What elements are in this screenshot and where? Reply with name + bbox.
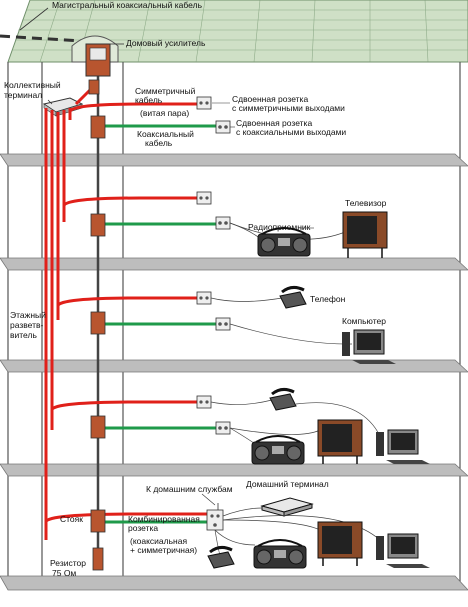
riser-label: Стояк bbox=[60, 514, 83, 524]
resistor-label-1: Резистор bbox=[50, 558, 86, 568]
to-home-services-label: К домашним службам bbox=[146, 484, 233, 494]
coax-cable-label-1: Коаксиальный bbox=[137, 129, 194, 139]
floor-splitter-label-2: разветв- bbox=[10, 320, 44, 330]
telephone-2 bbox=[269, 387, 297, 411]
roof bbox=[7, 0, 468, 63]
dual-outlet-sym-label-2: с симметричными выходами bbox=[232, 103, 345, 113]
floor-splitters bbox=[90, 115, 106, 533]
floor-splitter-label-1: Этажный bbox=[10, 310, 46, 320]
tv-3 bbox=[317, 521, 363, 566]
combined-outlet-label-1: Комбинированная bbox=[128, 514, 200, 524]
house-amplifier bbox=[85, 43, 111, 77]
twisted-pair-bundle bbox=[44, 86, 207, 540]
collective-terminal-label-2: терминал bbox=[4, 90, 42, 100]
dual-outlet-coax-label-2: с коаксиальными выходами bbox=[236, 127, 346, 137]
tv bbox=[342, 211, 388, 258]
radio-label: Радиоприемник bbox=[248, 222, 311, 232]
trunk-cable-label: Магистральный коаксиальный кабель bbox=[52, 0, 203, 10]
telephone-3 bbox=[207, 545, 235, 569]
computer-2 bbox=[376, 429, 430, 464]
combined-outlet-label-4: + симметричная) bbox=[130, 545, 197, 555]
combined-outlet-label-3: (коаксиальная bbox=[130, 536, 187, 546]
tv-2 bbox=[317, 419, 363, 464]
collective-terminal-label-1: Коллективный bbox=[4, 80, 61, 90]
symmetric-cable-label-1: Симметричный bbox=[135, 86, 196, 96]
computer bbox=[342, 329, 396, 364]
resistor bbox=[92, 547, 104, 571]
dual-outlet-coax-label-1: Сдвоенная розетка bbox=[236, 118, 312, 128]
coax-cable-label-2: кабель bbox=[145, 138, 173, 148]
floor-slabs bbox=[0, 153, 468, 591]
resistor-label-2: 75 Ом bbox=[52, 568, 76, 578]
home-terminal bbox=[260, 497, 314, 517]
telephone bbox=[279, 285, 307, 309]
dual-outlet-sym-label-1: Сдвоенная розетка bbox=[232, 94, 308, 104]
dual-outlets bbox=[196, 96, 231, 531]
computer-3 bbox=[376, 533, 430, 568]
home-terminal-label: Домашний терминал bbox=[246, 479, 329, 489]
symmetric-cable-label-3: (витая пара) bbox=[140, 108, 189, 118]
floor-splitter-label-3: витель bbox=[10, 330, 37, 340]
house-amplifier-label: Домовый усилитель bbox=[126, 38, 206, 48]
phone-label: Телефон bbox=[310, 294, 346, 304]
combined-outlet-label-2: розетка bbox=[128, 523, 158, 533]
computer-label: Компьютер bbox=[342, 316, 386, 326]
symmetric-cable-label-2: кабель bbox=[135, 95, 163, 105]
building-walls bbox=[7, 62, 461, 585]
radio-3 bbox=[253, 539, 307, 569]
radio-2 bbox=[251, 435, 305, 465]
radio bbox=[257, 227, 311, 257]
tv-label: Телевизор bbox=[345, 198, 387, 208]
coax-branches bbox=[104, 124, 216, 524]
